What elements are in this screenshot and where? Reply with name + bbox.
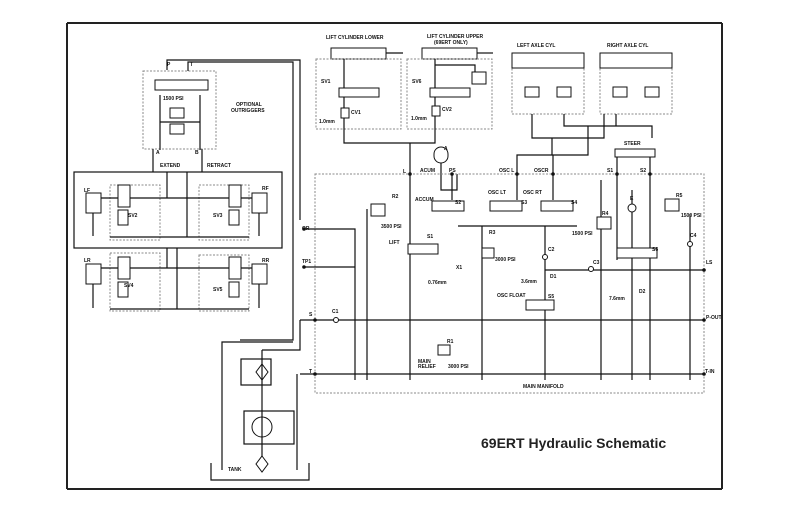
- lift-upper-label: LIFT CYLINDER UPPER: [427, 34, 484, 40]
- e-label: E: [630, 196, 634, 202]
- main-relief-label-2: RELIEF: [418, 364, 436, 370]
- outriggers-label: OUTRIGGERS: [231, 108, 265, 114]
- diagram-title: 69ERT Hydraulic Schematic: [481, 435, 666, 451]
- d1-size-label: 3.6mm: [521, 279, 537, 285]
- accum-label: ACCUM: [415, 197, 434, 203]
- retract-label: RETRACT: [207, 163, 231, 169]
- ps-port-label: PS: [449, 168, 456, 174]
- outrigger-valve-block: [142, 59, 301, 341]
- lift-label: LIFT: [389, 240, 400, 246]
- c1-label: C1: [332, 309, 339, 315]
- r5-psi-label: 1500 PSI: [681, 213, 702, 219]
- outrigger-rear-block: [85, 248, 268, 312]
- c2-label: C2: [548, 247, 555, 253]
- main-manifold-label: MAIN MANIFOLD: [523, 384, 564, 390]
- cv1-label: CV1: [351, 110, 361, 116]
- c4-label: C4: [690, 233, 697, 239]
- r4-psi-label: 1500 PSI: [572, 231, 593, 237]
- x1-label: X1: [456, 265, 462, 271]
- s-label: S: [309, 312, 313, 318]
- d2-size-label: 7.6mm: [609, 296, 625, 302]
- accumulator: [433, 146, 458, 191]
- s2-port-label: S2: [640, 168, 646, 174]
- s6-label: S6: [652, 247, 658, 253]
- port-t-label: T: [190, 62, 193, 68]
- c3-label: C3: [593, 260, 600, 266]
- or-label: OR: [302, 226, 310, 232]
- sv2-label: SV2: [128, 213, 138, 219]
- main-manifold: [300, 143, 706, 394]
- r2-label: R2: [392, 194, 399, 200]
- axle-cylinders: [511, 52, 673, 174]
- r5-label: R5: [676, 193, 683, 199]
- osc-float-label: OSC FLOAT: [497, 293, 526, 299]
- s2-valve-label: S2: [455, 200, 461, 206]
- rf-label: RF: [262, 186, 269, 192]
- r1-psi-label: 3000 PSI: [448, 364, 469, 370]
- right-axle-label: RIGHT AXLE CYL: [607, 43, 648, 49]
- ls-label: LS: [706, 260, 713, 266]
- oscl-port-label: OSC L: [499, 168, 514, 174]
- sv6-label: SV6: [412, 79, 422, 85]
- tp1-label: TP1: [302, 259, 311, 265]
- t-label: T: [309, 369, 312, 375]
- r3-label: R3: [489, 230, 496, 236]
- d1-label: D1: [550, 274, 557, 280]
- l-port-label: L: [403, 169, 406, 175]
- port-a-label: A: [156, 150, 160, 156]
- s5-label: S5: [548, 294, 554, 300]
- lift-lower-label: LIFT CYLINDER LOWER: [326, 35, 384, 41]
- r3-psi-label: 3000 PSI: [495, 257, 516, 263]
- optional-label: OPTIONAL: [236, 102, 262, 108]
- cv2-label: CV2: [442, 107, 452, 113]
- accum-a-label: A: [444, 146, 448, 152]
- sv3-label: SV3: [213, 213, 223, 219]
- left-axle-label: LEFT AXLE CYL: [517, 43, 555, 49]
- port-p-label: P: [167, 62, 171, 68]
- r4-label: R4: [602, 211, 609, 217]
- sv4-label: SV4: [124, 283, 134, 289]
- port-b-label: B: [195, 150, 199, 156]
- lift-cylinder-lower: [315, 47, 436, 144]
- s1-valve-label: S1: [427, 234, 433, 240]
- acum-port-label: ACUM: [420, 168, 435, 174]
- d2-label: D2: [639, 289, 646, 295]
- sv5-label: SV5: [213, 287, 223, 293]
- main-relief-label-1: MAIN: [418, 359, 431, 365]
- lr-label: LR: [84, 258, 91, 264]
- osc-rt-label: OSC RT: [523, 190, 542, 196]
- oscr-port-label: OSCR: [534, 168, 549, 174]
- drawing-frame: [66, 22, 723, 490]
- rr-label: RR: [262, 258, 270, 264]
- outrigger-relief-label: 1500 PSI: [163, 96, 184, 102]
- lift-upper-note: (69ERT ONLY): [434, 40, 468, 46]
- osc-lt-label: OSC LT: [488, 190, 506, 196]
- orifice1-label: 1.0mm: [319, 119, 335, 125]
- lift-cylinder-upper: [406, 47, 493, 130]
- tank-label: TANK: [228, 467, 242, 473]
- x1-size-label: 0.76mm: [428, 280, 447, 286]
- extend-label: EXTEND: [160, 163, 181, 169]
- lf-label: LF: [84, 188, 90, 194]
- r1-label: R1: [447, 339, 454, 345]
- orifice2-label: 1.0mm: [411, 116, 427, 122]
- s4-label: S4: [571, 200, 577, 206]
- s1-port-label: S1: [607, 168, 613, 174]
- p-out-label: P-OUT: [706, 315, 722, 321]
- r2-psi-label: 3500 PSI: [381, 224, 402, 230]
- t-in-label: T-IN: [705, 369, 715, 375]
- pump-and-tank: [210, 320, 310, 481]
- s3-label: S3: [521, 200, 527, 206]
- outrigger-front-block: [73, 171, 283, 249]
- steer-label: STEER: [624, 141, 641, 147]
- labels: P T 1500 PSI OPTIONAL OUTRIGGERS A B EXT…: [84, 34, 722, 473]
- sv1-label: SV1: [321, 79, 331, 85]
